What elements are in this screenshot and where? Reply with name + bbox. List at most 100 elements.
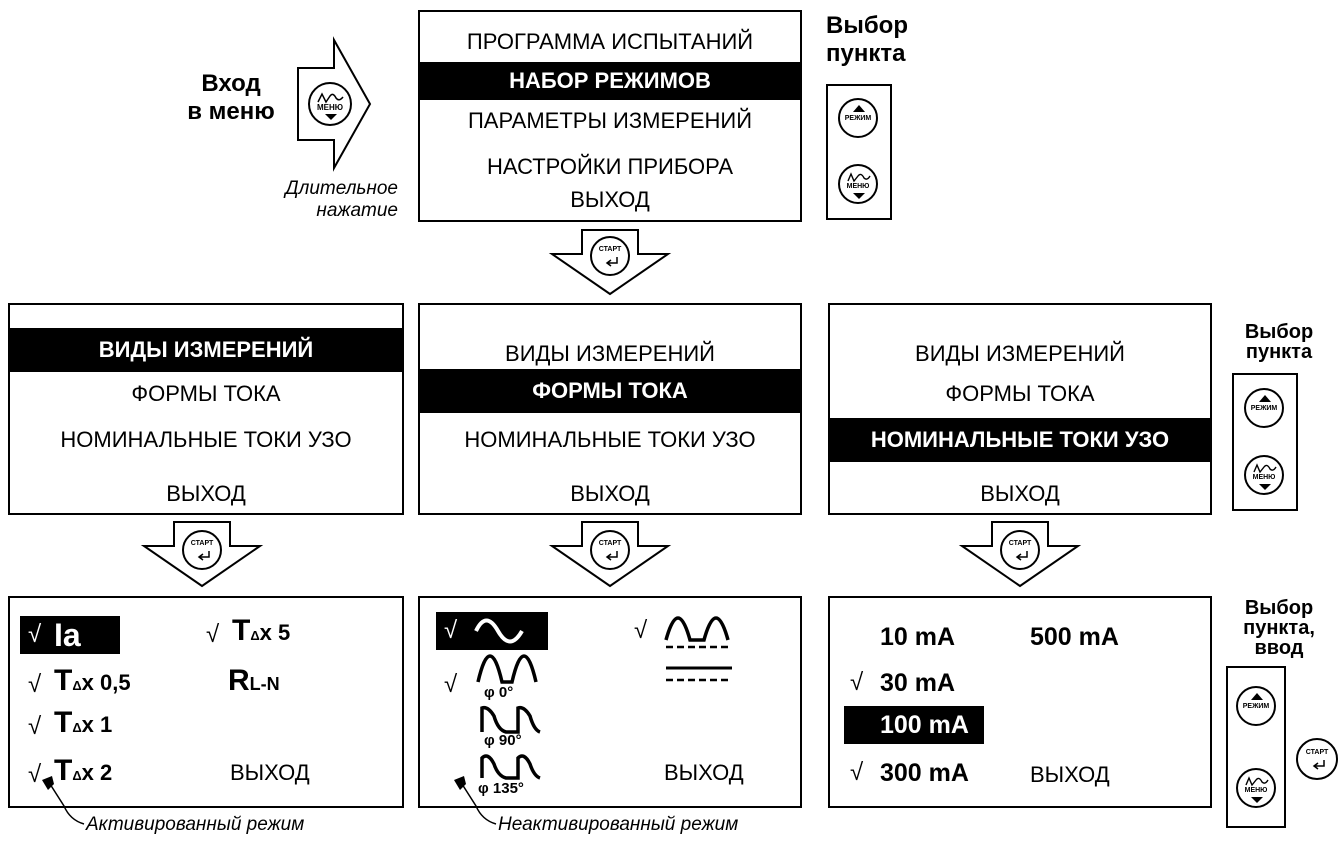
wave-icon (317, 92, 344, 104)
current-500ma[interactable]: 500 mA (1030, 623, 1119, 651)
half-wave-90-icon (480, 705, 541, 734)
submenu2-item-exit[interactable]: ВЫХОД (570, 481, 650, 506)
entry-title-line2: в меню (187, 98, 275, 125)
submenu3-item-nominal[interactable]: НОМИНАЛЬНЫЕ ТОКИ УЗО (830, 418, 1210, 462)
inactive-pointer (454, 776, 497, 825)
submenu2-item-forms[interactable]: ФОРМЫ ТОКА (420, 369, 800, 413)
check-icon: √ (206, 621, 220, 648)
submenu1-item-exit[interactable]: ВЫХОД (166, 481, 246, 506)
submenu1-item-nominal[interactable]: НОМИНАЛЬНЫЕ ТОКИ УЗО (60, 427, 352, 452)
measurement-ia-label: Ia (54, 617, 81, 653)
mode-button[interactable]: РЕЖИМ (838, 98, 878, 138)
current-100ma: 100 mA (880, 711, 969, 739)
waveform-sine-selected[interactable] (436, 612, 548, 650)
entry-note-line1: Длительное (285, 178, 398, 199)
menu-button[interactable]: МЕНЮ (838, 164, 878, 204)
r-symbol: R (228, 664, 250, 697)
main-menu-item-params[interactable]: ПАРАМЕТРЫ ИЗМЕРЕНИЙ (467, 108, 753, 133)
current-30ma[interactable]: 30 mA (880, 669, 956, 697)
select-caption-bottom: Выбор пункта, ввод (1226, 598, 1332, 658)
r-subscript: L-N (249, 674, 280, 694)
start-button-top[interactable]: СТАРТ (590, 236, 630, 276)
currents-exit[interactable]: ВЫХОД (1030, 762, 1110, 787)
submenu1-item-kinds[interactable]: ВИДЫ ИЗМЕРЕНИЙ (10, 328, 402, 372)
enter-icon (1015, 551, 1028, 561)
submenu3-item-kinds[interactable]: ВИДЫ ИЗМЕРЕНИЙ (915, 341, 1125, 366)
main-menu-item-modes[interactable]: НАБОР РЕЖИМОВ (420, 62, 800, 100)
menu-button[interactable]: МЕНЮ (1236, 768, 1276, 808)
select-caption-bottom-line3: ввод (1254, 637, 1304, 659)
legend-active: Активированный режим (86, 814, 305, 835)
menu-button-label: МЕНЮ (316, 103, 344, 112)
nav-panel-top: РЕЖИМ МЕНЮ (826, 84, 892, 220)
select-caption-mid-line2: пункта (1245, 341, 1313, 363)
current-300ma[interactable]: 300 mA (880, 759, 969, 787)
triangle-up-icon (1259, 395, 1271, 402)
delta-symbol: Δ (250, 628, 260, 643)
waveforms-exit[interactable]: ВЫХОД (664, 760, 744, 785)
t-symbol: T (54, 706, 73, 739)
submenu-screen-1: ВИДЫ ИЗМЕРЕНИЙ ФОРМЫ ТОКА НОМИНАЛЬНЫЕ ТО… (8, 303, 404, 515)
measurement-t-x5[interactable]: TΔx 5 (232, 616, 290, 651)
currents-screen: 10 mA 500 mA √ 30 mA 100 mA √ 300 mA ВЫХ… (828, 596, 1212, 808)
start-button-side[interactable]: СТАРТ (1296, 738, 1338, 780)
mode-button-label: РЕЖИМ (844, 115, 872, 122)
half-wave-0-icon (476, 654, 538, 684)
submenu2-item-nominal[interactable]: НОМИНАЛЬНЫЕ ТОКИ УЗО (464, 427, 756, 452)
multiplier: x 2 (81, 760, 113, 785)
menu-button-label: МЕНЮ (1252, 474, 1276, 481)
menu-button[interactable]: МЕНЮ (1244, 455, 1284, 495)
submenu-screen-2: ВИДЫ ИЗМЕРЕНИЙ ФОРМЫ ТОКА НОМИНАЛЬНЫЕ ТО… (418, 303, 802, 515)
start-button-label: СТАРТ (1305, 749, 1329, 756)
check-icon: √ (28, 713, 42, 740)
nav-panel-bottom: РЕЖИМ МЕНЮ (1226, 666, 1286, 828)
submenu3-item-forms[interactable]: ФОРМЫ ТОКА (945, 381, 1095, 406)
triangle-down-icon (325, 114, 337, 120)
measurement-t-x2[interactable]: TΔx 2 (54, 756, 112, 791)
check-icon: √ (28, 671, 42, 698)
select-caption-bottom-line2: пункта, (1243, 617, 1315, 639)
measurements-exit[interactable]: ВЫХОД (230, 760, 310, 785)
submenu3-item-exit[interactable]: ВЫХОД (980, 481, 1060, 506)
sine-wave-icon (474, 618, 524, 644)
enter-icon (605, 257, 618, 267)
select-caption-top: Выбор пункта (826, 12, 908, 68)
measurement-ia-selected[interactable] (20, 616, 120, 654)
start-button-label: СТАРТ (190, 540, 214, 547)
triangle-up-icon (853, 105, 865, 112)
check-icon: √ (634, 617, 648, 644)
entry-note: Длительное нажатие (250, 178, 398, 222)
select-caption-mid: Выбор пункта (1232, 322, 1326, 362)
measurement-t-x05[interactable]: TΔx 0,5 (54, 666, 131, 701)
start-button-label: СТАРТ (598, 246, 622, 253)
phase-90-label: φ 90° (484, 732, 522, 749)
entry-title: Вход в меню (176, 70, 286, 126)
mode-button-label: РЕЖИМ (1242, 703, 1270, 710)
start-button-1[interactable]: СТАРТ (182, 530, 222, 570)
triangle-down-icon (853, 193, 865, 199)
legend-inactive: Неактивированный режим (498, 814, 739, 835)
multiplier: x 5 (259, 620, 291, 645)
menu-button-entry[interactable]: МЕНЮ (308, 82, 352, 126)
check-icon: √ (28, 761, 42, 788)
mode-button[interactable]: РЕЖИМ (1236, 686, 1276, 726)
measurement-t-x1[interactable]: TΔx 1 (54, 708, 112, 743)
triangle-down-icon (1259, 484, 1271, 490)
menu-button-label: МЕНЮ (846, 183, 870, 190)
measurement-r-ln[interactable]: RL-N (228, 666, 280, 699)
phase-135-label: φ 135° (478, 780, 524, 797)
wave-icon (847, 172, 871, 183)
main-menu-item-settings[interactable]: НАСТРОЙКИ ПРИБОРА (486, 154, 733, 179)
submenu1-item-forms[interactable]: ФОРМЫ ТОКА (131, 381, 281, 406)
start-button-3[interactable]: СТАРТ (1000, 530, 1040, 570)
multiplier: x 0,5 (81, 670, 131, 695)
current-100ma-selected[interactable] (844, 706, 984, 744)
half-wave-dc-icon (664, 616, 730, 649)
submenu2-item-kinds[interactable]: ВИДЫ ИЗМЕРЕНИЙ (505, 341, 715, 366)
start-button-2[interactable]: СТАРТ (590, 530, 630, 570)
main-menu-item-program[interactable]: ПРОГРАММА ИСПЫТАНИЙ (466, 29, 754, 54)
main-menu-item-exit[interactable]: ВЫХОД (570, 187, 650, 212)
triangle-up-icon (1251, 693, 1263, 700)
current-10ma[interactable]: 10 mA (880, 623, 956, 651)
mode-button[interactable]: РЕЖИМ (1244, 388, 1284, 428)
